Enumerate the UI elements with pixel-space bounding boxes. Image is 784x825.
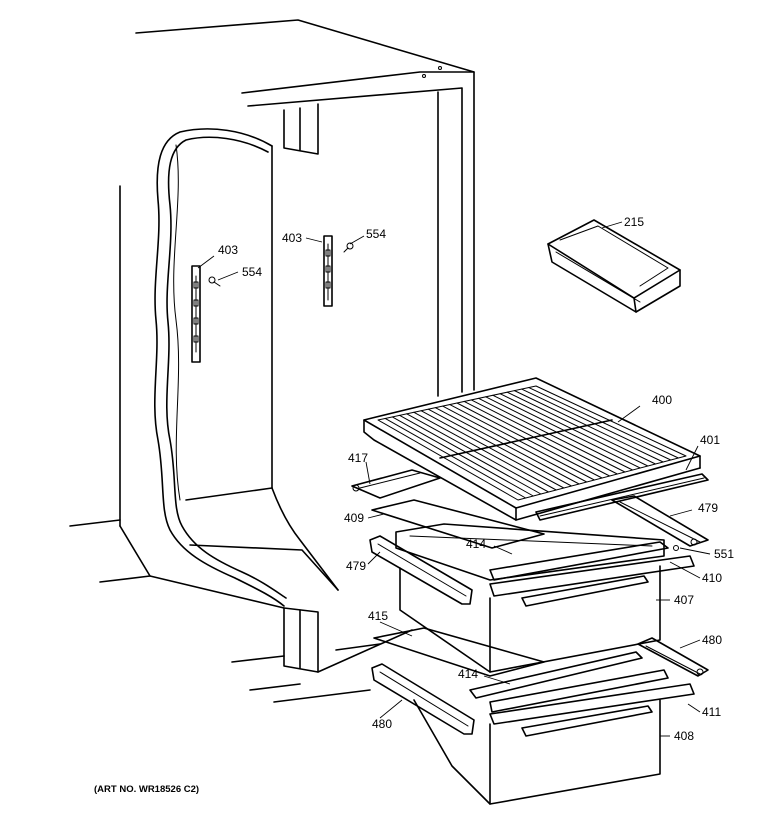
shelf-wire [442,405,588,483]
shelf-wires [384,387,679,499]
upper-glass-cover [371,499,545,549]
shelf-support-right [323,235,333,307]
screw-right [343,242,354,253]
wire-shelf [363,377,701,521]
dairy-bin [547,219,681,313]
label-554-right: 554 [366,227,386,241]
shelf-wire [427,408,572,487]
label-403-left: 403 [218,243,238,257]
shelf-wire [499,393,649,467]
shelf-wire [434,407,580,485]
shelf-support-left [191,265,201,363]
label-409: 409 [344,511,364,525]
label-414-lower: 414 [458,667,478,681]
lower-left-slide [371,663,475,735]
door-gasket [154,128,287,607]
label-551: 551 [714,547,734,561]
label-417: 417 [348,451,368,465]
label-554-left: 554 [242,265,262,279]
screw-left [208,276,221,287]
shelf-wire [528,387,679,459]
glide-551 [673,545,679,551]
label-215: 215 [624,215,644,229]
label-415: 415 [368,609,388,623]
shelf-wire [470,399,618,475]
lower-glass-cover [373,627,545,677]
label-411: 411 [702,705,721,719]
label-479-left: 479 [346,559,366,573]
upper-drawer [395,523,695,673]
label-414-upper: 414 [466,537,486,551]
label-480-right: 480 [702,633,722,647]
label-401: 401 [700,433,720,447]
label-480-left: 480 [372,717,392,731]
shelf-wire [406,413,550,493]
shelf-wire [506,391,656,465]
label-408: 408 [674,729,694,743]
shelf-wire [478,397,626,473]
shelf-front-rail [535,473,709,521]
label-479-right: 479 [698,501,718,515]
shelf-wire [449,404,595,481]
upper-right-slide [611,495,709,547]
upper-left-slide [351,469,441,499]
shelf-wire [384,417,527,499]
shelf-wire [463,400,611,477]
lower-right-slide [637,637,709,677]
shelf-wire [485,396,634,471]
drawer-left-slide [369,535,473,605]
cabinet-outline [69,19,475,703]
label-400: 400 [652,393,672,407]
shelf-wire [420,410,565,489]
shelf-wire [492,394,641,469]
leader-lines [197,221,711,737]
art-number: (ART NO. WR18526 C2) [94,784,199,795]
label-410: 410 [702,571,722,585]
shelf-wire [456,402,603,479]
label-407: 407 [674,593,694,607]
shelf-wire [391,416,534,497]
shelf-wire [413,411,557,491]
callout-labels: 215 400 401 403 554 403 554 417 409 479 … [218,215,734,743]
shelf-wire [399,414,542,495]
label-403-right: 403 [282,231,302,245]
shelf-wire [513,390,664,463]
shelf-wire [521,388,672,461]
lower-drawer [413,651,695,805]
